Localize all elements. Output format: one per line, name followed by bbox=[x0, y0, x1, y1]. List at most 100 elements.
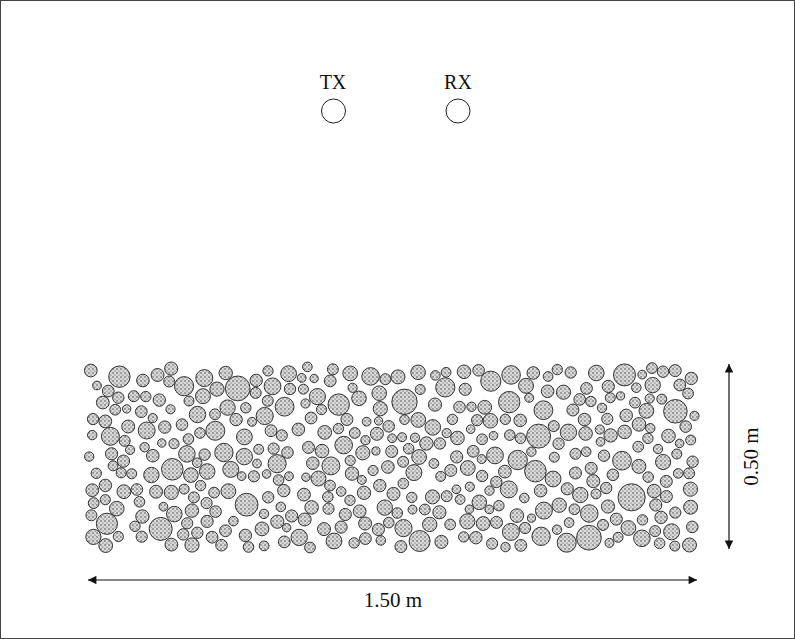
rubble-stone bbox=[505, 430, 516, 441]
rubble-stone bbox=[520, 493, 530, 503]
rubble-stone bbox=[457, 365, 471, 379]
rubble-stone bbox=[433, 506, 446, 519]
rubble-stone bbox=[357, 486, 370, 499]
rubble-stone bbox=[647, 484, 661, 498]
rubble-stone bbox=[221, 484, 236, 499]
rubble-stone bbox=[508, 450, 527, 469]
rubble-stone bbox=[657, 394, 667, 404]
rubble-stone bbox=[210, 382, 224, 396]
rubble-stone bbox=[431, 371, 441, 381]
rubble-stone bbox=[662, 429, 676, 443]
rubble-stone bbox=[655, 511, 667, 523]
rubble-stone bbox=[236, 448, 252, 464]
rubble-stone bbox=[613, 532, 623, 542]
rubble-stone bbox=[136, 531, 147, 542]
rubble-stone bbox=[178, 529, 189, 540]
rubble-stone bbox=[196, 370, 213, 387]
rubble-stone bbox=[335, 521, 347, 533]
rubble-stone bbox=[356, 446, 370, 460]
rubble-stone bbox=[632, 418, 646, 432]
rubble-stone bbox=[673, 469, 683, 479]
rubble-stone bbox=[398, 456, 409, 467]
rubble-stone bbox=[305, 542, 316, 553]
rubble-stone bbox=[368, 465, 378, 475]
rubble-stone bbox=[573, 487, 588, 502]
rubble-stone bbox=[534, 484, 547, 497]
rubble-stone bbox=[685, 372, 697, 384]
rubble-stone bbox=[135, 406, 147, 418]
rubble-stone bbox=[113, 392, 124, 403]
rubble-stone bbox=[650, 526, 661, 537]
rubble-stone bbox=[285, 472, 294, 481]
rubble-stone bbox=[315, 444, 329, 458]
rubble-stone bbox=[99, 415, 112, 428]
rubble-stone bbox=[386, 446, 398, 458]
rubble-stone bbox=[96, 396, 109, 409]
rubble-stone bbox=[680, 421, 692, 433]
rubble-stone bbox=[525, 393, 534, 402]
rubble-stone bbox=[400, 415, 410, 425]
rubble-stone bbox=[465, 482, 474, 491]
rubble-stone bbox=[328, 394, 349, 415]
rubble-stone bbox=[647, 363, 658, 374]
rubble-stone bbox=[670, 507, 681, 518]
rubble-stone bbox=[597, 403, 606, 412]
rubble-stone bbox=[616, 392, 624, 400]
rubble-stone bbox=[140, 443, 149, 452]
rubble-stone bbox=[110, 501, 125, 516]
rubble-stone bbox=[519, 378, 534, 393]
rubble-stone bbox=[361, 436, 370, 445]
rubble-stone bbox=[230, 413, 242, 425]
rubble-stone bbox=[632, 459, 646, 473]
rubble-stone bbox=[196, 389, 211, 404]
rubble-stone bbox=[253, 459, 262, 468]
rubble-stone bbox=[122, 420, 135, 433]
rubble-stone bbox=[441, 491, 452, 502]
rubble-stone bbox=[398, 478, 409, 489]
rubble-stone bbox=[455, 495, 465, 505]
rubble-stone bbox=[303, 441, 315, 453]
rubble-stone bbox=[335, 436, 353, 454]
rubble-stone bbox=[384, 517, 395, 528]
rubble-stone bbox=[407, 492, 417, 502]
rubble-stone bbox=[298, 384, 308, 394]
rubble-stone bbox=[415, 385, 425, 395]
rubble-stone bbox=[278, 536, 290, 548]
rubble-stone bbox=[199, 449, 210, 460]
rubble-stone bbox=[429, 459, 439, 469]
rubble-stone bbox=[489, 431, 498, 440]
rubble-stone bbox=[141, 391, 151, 401]
rubble-stone bbox=[684, 500, 698, 514]
rubble-stone bbox=[660, 491, 672, 503]
rubble-stone bbox=[206, 531, 218, 543]
rubble-stone bbox=[605, 538, 614, 547]
rubble-stone bbox=[643, 433, 653, 443]
rubble-stone bbox=[374, 417, 382, 425]
rubble-stone bbox=[349, 428, 360, 439]
rubble-stone bbox=[491, 516, 503, 528]
rubble-stone bbox=[248, 471, 259, 482]
rubble-stone bbox=[436, 471, 446, 481]
rubble-stone bbox=[502, 523, 519, 540]
rubble-stone bbox=[610, 513, 622, 525]
rubble-stone bbox=[541, 385, 554, 398]
rubble-stone bbox=[604, 429, 617, 442]
rubble-stone bbox=[109, 366, 130, 387]
rubble-stone bbox=[510, 509, 524, 523]
rubble-stone bbox=[341, 414, 353, 426]
rubble-stone bbox=[441, 367, 451, 377]
rubble-stone bbox=[210, 506, 222, 518]
rubble-stone bbox=[325, 480, 336, 491]
rubble-stone bbox=[596, 437, 605, 446]
rubble-stone bbox=[465, 505, 474, 514]
rubble-stone bbox=[618, 425, 632, 439]
rubble-stone bbox=[478, 400, 492, 414]
rubble-stone bbox=[581, 505, 599, 523]
rubble-stone bbox=[454, 401, 466, 413]
rubble-stone bbox=[586, 396, 596, 406]
rubble-stone bbox=[333, 423, 343, 433]
rubble-stone bbox=[459, 532, 469, 542]
rubble-stone bbox=[630, 397, 641, 408]
rubble-stone bbox=[601, 482, 612, 493]
